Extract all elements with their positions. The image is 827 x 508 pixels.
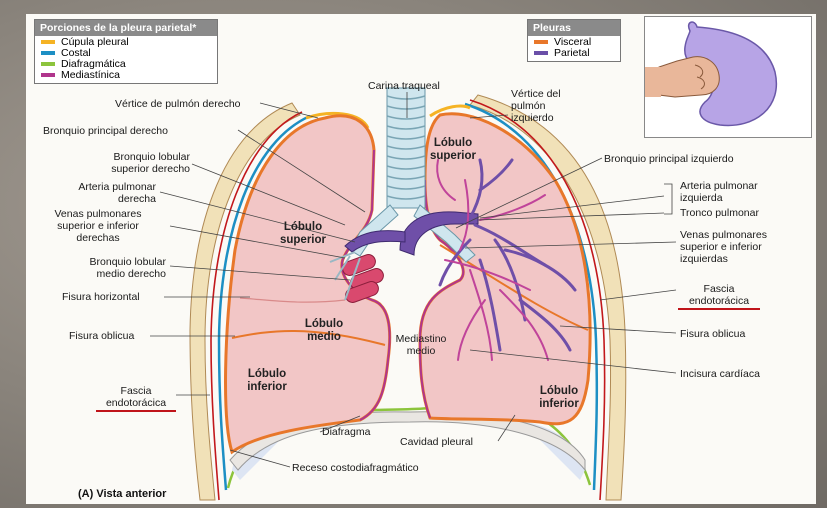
inset-fist-balloon: [644, 16, 812, 138]
legend-porciones-title: Porciones de la pleura parietal*: [35, 20, 217, 36]
legend-porciones-item: Diafragmática: [35, 58, 217, 69]
label-bronquio-principal-izq: Bronquio principal izquierdo: [604, 153, 734, 165]
legend-porciones-swatch: [41, 73, 55, 77]
label-tronco-pulmonar: Tronco pulmonar: [680, 207, 759, 219]
figure-caption: (A) Vista anterior: [78, 488, 166, 500]
legend-porciones: Porciones de la pleura parietal* Cúpula …: [34, 19, 218, 84]
label-bronquio-principal-der: Bronquio principal derecho: [43, 125, 168, 137]
legend-pleuras-swatch: [534, 40, 548, 44]
legend-porciones-swatch: [41, 40, 55, 44]
label-lobulo-inferior-der: Lóbulo inferior: [234, 368, 300, 394]
label-fascia-der: Fascia endotorácica: [96, 385, 176, 412]
label-lobulo-inferior-izq: Lóbulo inferior: [526, 385, 592, 411]
label-fascia-izq: Fascia endotorácica: [678, 283, 760, 310]
label-vertice-der: Vértice de pulmón derecho: [115, 98, 241, 110]
label-diafragma: Diafragma: [322, 426, 370, 438]
legend-porciones-swatch: [41, 51, 55, 55]
label-cavidad-pleural: Cavidad pleural: [400, 436, 473, 448]
legend-porciones-swatch: [41, 62, 55, 66]
label-arteria-pulmonar-der: Arteria pulmonar derecha: [42, 181, 156, 205]
label-fisura-oblicua-der: Fisura oblicua: [69, 330, 134, 342]
label-mediastino: Mediastino medio: [388, 333, 454, 357]
label-bronquio-lobular-medio: Bronquio lobular medio derecho: [30, 256, 166, 280]
label-venas-pulmonares-izq: Venas pulmonares superior e inferior izq…: [680, 229, 767, 265]
legend-porciones-item: Cúpula pleural: [35, 36, 217, 47]
label-lobulo-superior-der: Lóbulo superior: [270, 221, 336, 247]
legend-porciones-item: Costal: [35, 47, 217, 58]
label-carina: Carina traqueal: [368, 80, 440, 92]
legend-pleuras-title: Pleuras: [528, 20, 620, 36]
label-arteria-pulmonar-izq: Arteria pulmonar izquierda: [680, 180, 758, 204]
legend-porciones-label: Mediastínica: [61, 69, 120, 81]
label-vertice-izq: Vértice del pulmón izquierdo: [511, 88, 561, 124]
label-lobulo-superior-izq: Lóbulo superior: [420, 137, 486, 163]
legend-pleuras-item: Visceral: [528, 36, 620, 47]
label-fisura-horizontal: Fisura horizontal: [62, 291, 140, 303]
label-receso: Receso costodiafragmático: [292, 462, 419, 474]
legend-pleuras-label: Parietal: [554, 47, 590, 59]
label-incisura-cardiaca: Incisura cardíaca: [680, 368, 760, 380]
label-venas-pulmonares-der: Venas pulmonares superior e inferior der…: [28, 208, 168, 244]
legend-pleuras-item: Parietal: [528, 47, 620, 61]
label-bronquio-lobular-sup-der: Bronquio lobular superior derecho: [62, 151, 190, 175]
label-lobulo-medio: Lóbulo medio: [294, 318, 354, 344]
legend-porciones-item: Mediastínica: [35, 69, 217, 83]
legend-pleuras-swatch: [534, 51, 548, 55]
label-fisura-oblicua-izq: Fisura oblicua: [680, 328, 745, 340]
fist-balloon-illustration: [645, 17, 811, 137]
